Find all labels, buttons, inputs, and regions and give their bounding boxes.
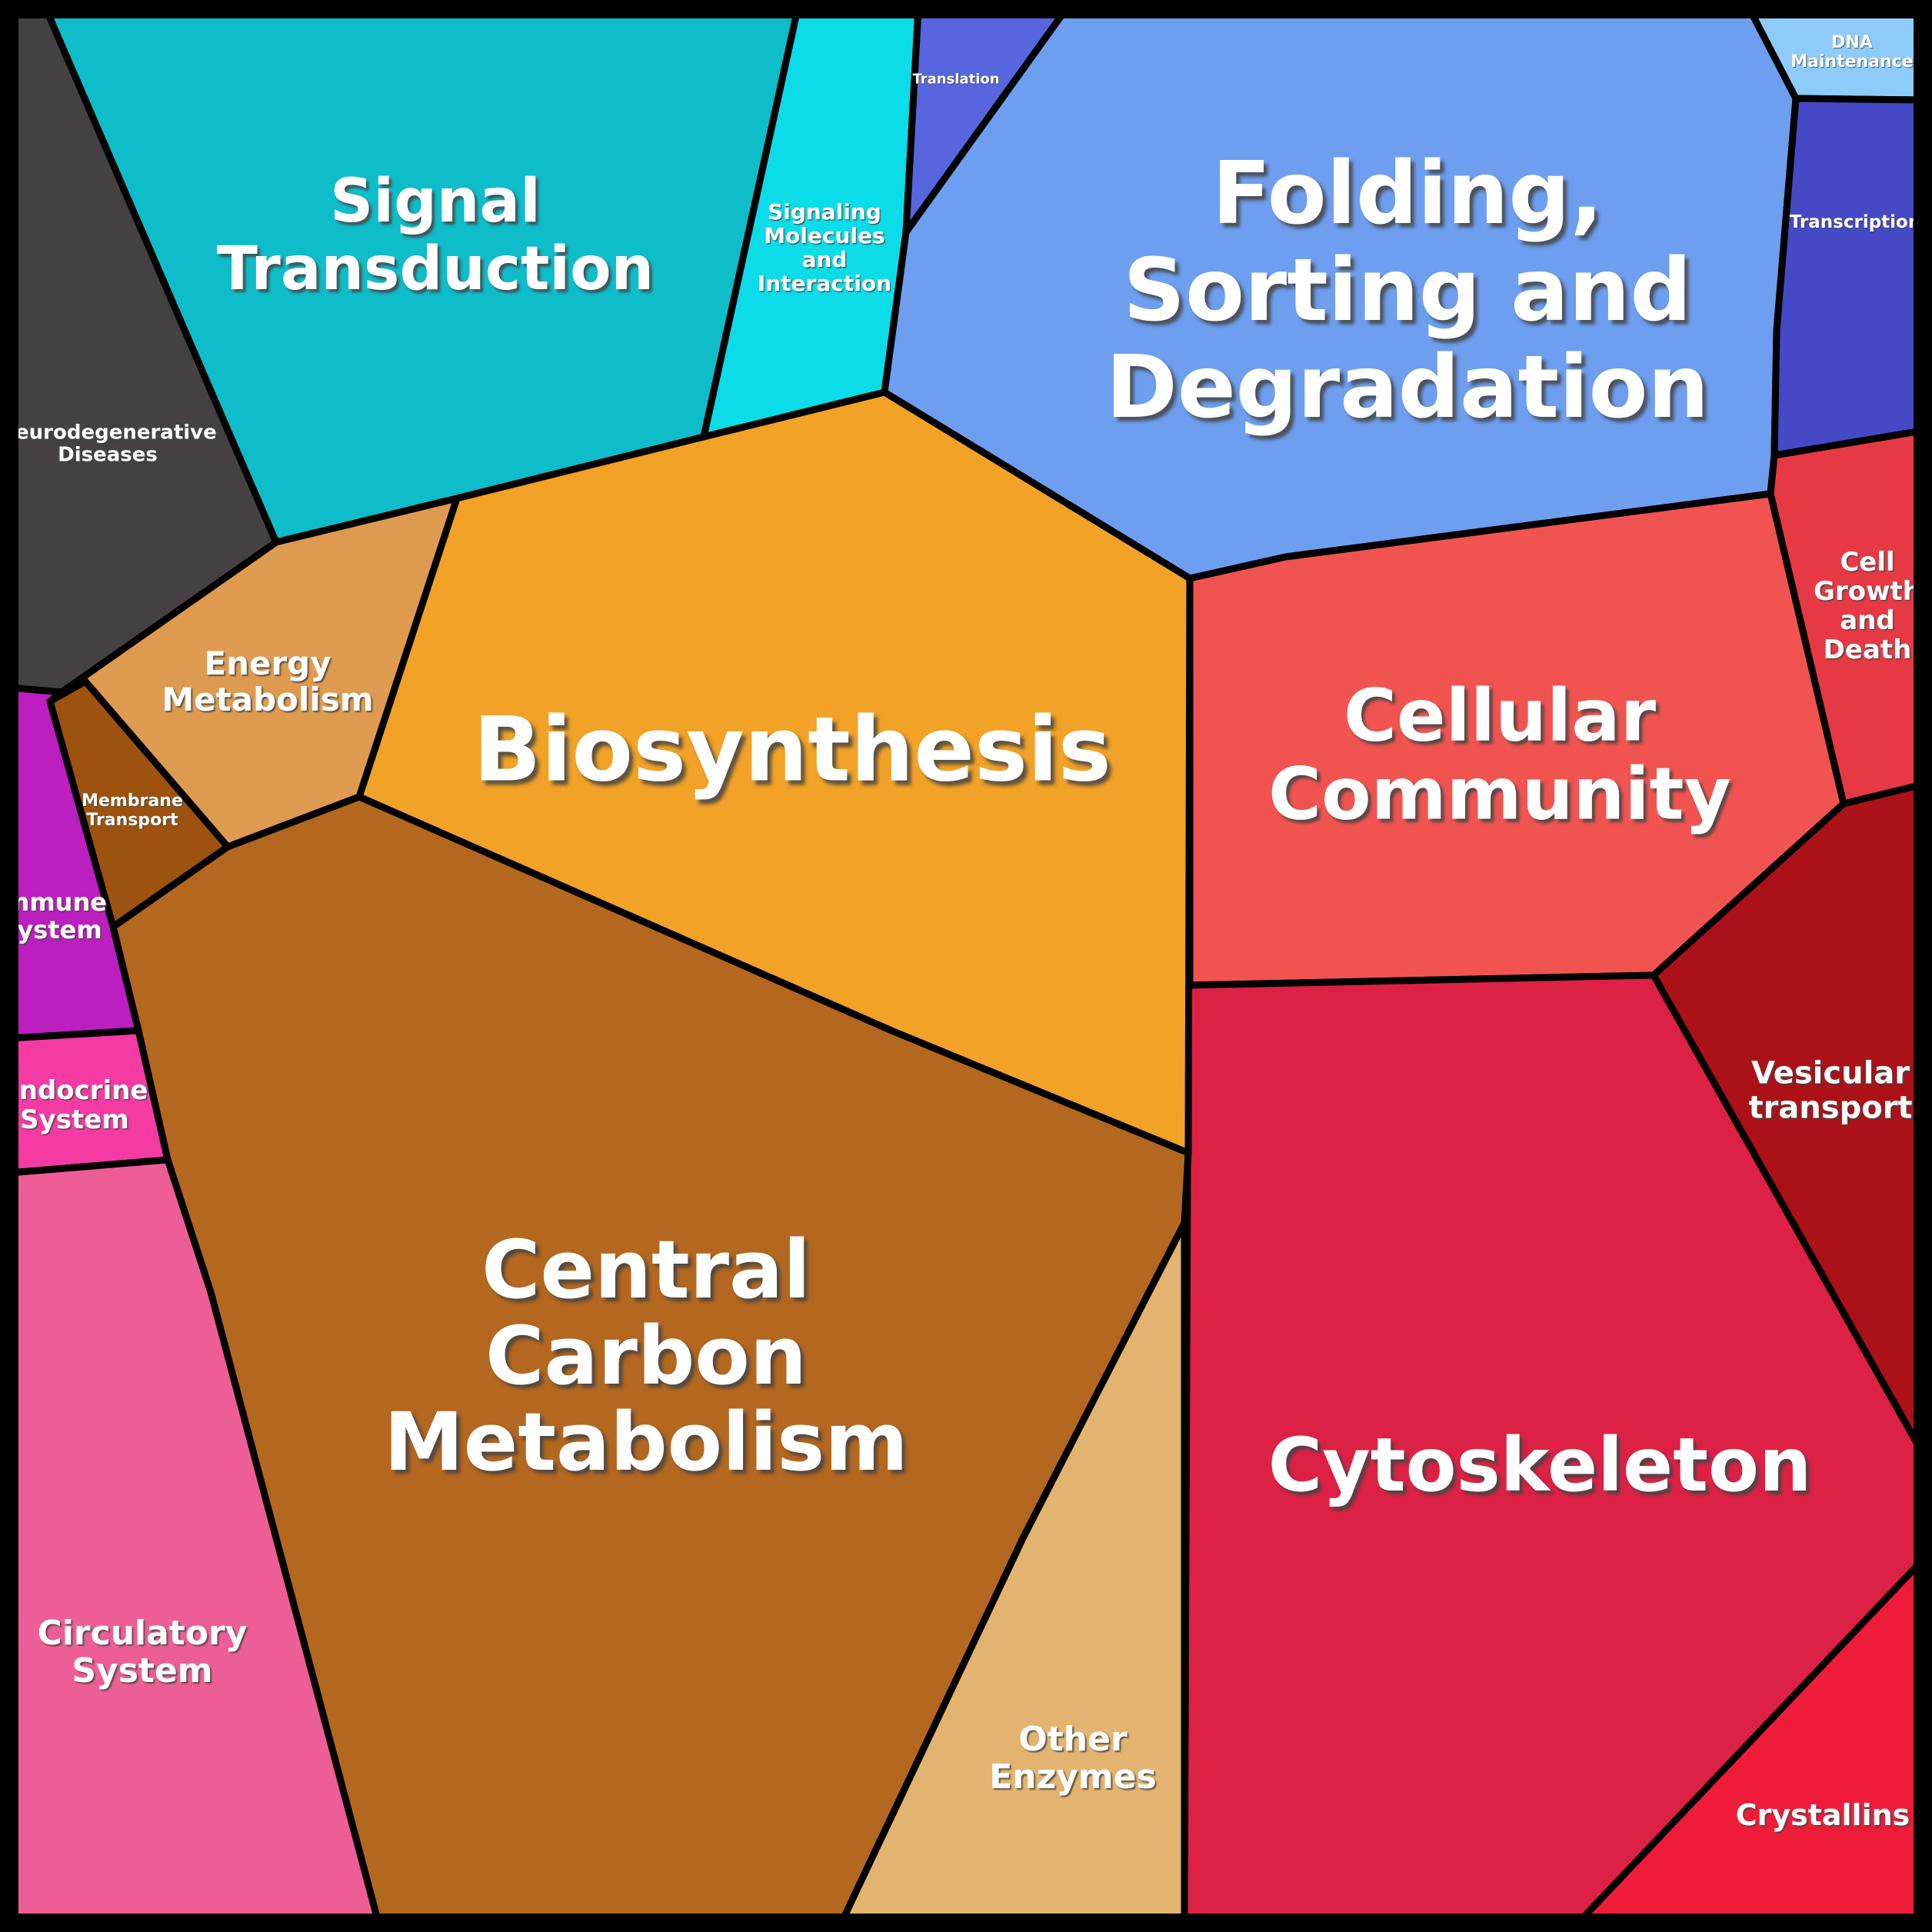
region-transcription[interactable] [1770,95,1927,459]
region-endocrine-system[interactable] [5,1027,172,1177]
